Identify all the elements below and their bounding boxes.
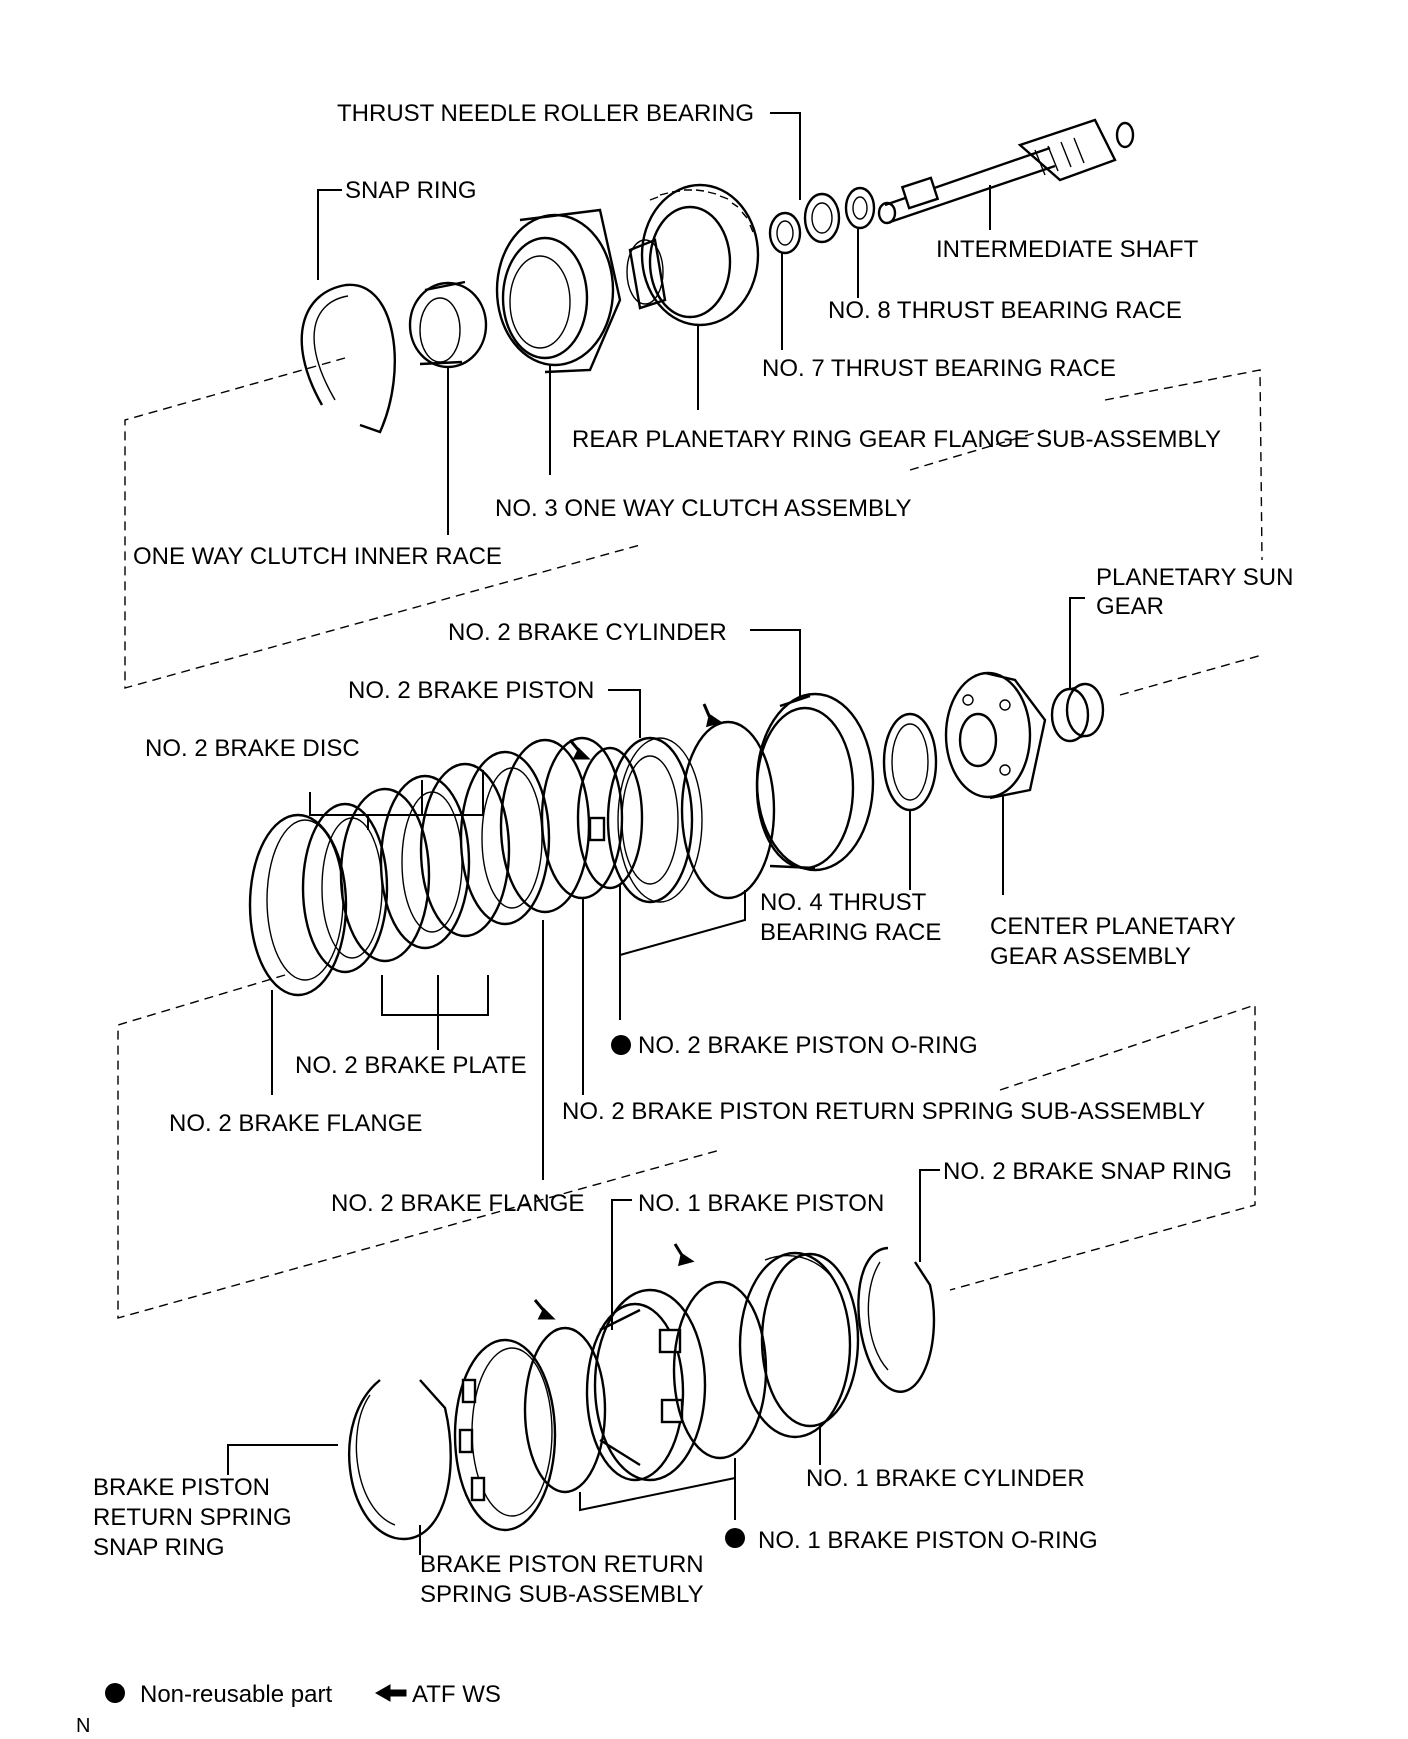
- no2-brake-cylinder: [755, 692, 875, 872]
- atf-ws-arrows: [533, 703, 723, 1320]
- no2-brake-piston-oring-inner: [576, 746, 644, 890]
- label-no2-brake-snap-ring: NO. 2 BRAKE SNAP RING: [943, 1158, 1232, 1185]
- label-no1-brake-piston: NO. 1 BRAKE PISTON: [638, 1190, 884, 1217]
- label-no2-brake-flange-b: NO. 2 BRAKE FLANGE: [331, 1190, 584, 1217]
- label-return-spring-snap-ring: BRAKE PISTON: [93, 1474, 270, 1501]
- non-reusable-marker-icon: [611, 1035, 631, 1055]
- atf-arrow-icon: [568, 739, 591, 760]
- label-planetary-sun-gear-2: GEAR: [1096, 593, 1164, 620]
- no4-thrust-bearing-race: [882, 712, 938, 812]
- no1-brake-piston: [585, 1288, 707, 1482]
- label-center-planetary-2: GEAR ASSEMBLY: [990, 943, 1191, 970]
- label-no2-brake-piston: NO. 2 BRAKE PISTON: [348, 677, 594, 704]
- part-labels: THRUST NEEDLE ROLLER BEARING SNAP RING I…: [93, 100, 1293, 1608]
- brake-piston-return-spring-snap-ring: [348, 1379, 452, 1541]
- label-return-spring-snap-ring-3: SNAP RING: [93, 1534, 225, 1561]
- label-no2-brake-disc: NO. 2 BRAKE DISC: [145, 735, 360, 762]
- intermediate-shaft: [877, 118, 1135, 225]
- center-planetary-gear-assembly: [944, 671, 1047, 800]
- legend-non-reusable: Non-reusable part: [140, 1681, 332, 1708]
- label-no4-thrust-bearing-race-2: BEARING RACE: [760, 919, 941, 946]
- snap-ring-top: [300, 283, 396, 434]
- atf-arrow-icon: [673, 1243, 695, 1267]
- label-planetary-sun-gear: PLANETARY SUN: [1096, 564, 1293, 591]
- label-no3-one-way-clutch: NO. 3 ONE WAY CLUTCH ASSEMBLY: [495, 495, 912, 522]
- footer-code: N: [76, 1715, 90, 1734]
- atf-arrow-icon: [533, 1299, 556, 1320]
- label-no2-brake-flange-a: NO. 2 BRAKE FLANGE: [169, 1110, 422, 1137]
- label-no1-brake-cylinder: NO. 1 BRAKE CYLINDER: [806, 1465, 1085, 1492]
- legend-atf-ws: ATF WS: [412, 1681, 501, 1708]
- no8-thrust-bearing-race: [844, 186, 876, 230]
- non-reusable-legend-icon: [105, 1683, 125, 1703]
- label-no7-thrust-bearing-race: NO. 7 THRUST BEARING RACE: [762, 355, 1116, 382]
- no2-brake-snap-ring: [857, 1246, 936, 1393]
- label-no2-brake-piston-oring: NO. 2 BRAKE PISTON O-RING: [638, 1032, 978, 1059]
- no1-brake-cylinder: [738, 1251, 860, 1439]
- label-intermediate-shaft: INTERMEDIATE SHAFT: [936, 236, 1199, 263]
- planetary-sun-gear: [1050, 682, 1105, 743]
- label-return-spring-sub-assembly: BRAKE PISTON RETURN: [420, 1551, 704, 1578]
- label-no1-brake-piston-oring: NO. 1 BRAKE PISTON O-RING: [758, 1527, 1098, 1554]
- label-return-spring-snap-ring-2: RETURN SPRING: [93, 1504, 292, 1531]
- no2-brake-piston: [606, 736, 703, 904]
- one-way-clutch-inner-race: [408, 280, 488, 369]
- label-snap-ring: SNAP RING: [345, 177, 477, 204]
- label-rear-planetary-ring-gear: REAR PLANETARY RING GEAR FLANGE SUB-ASSE…: [572, 426, 1221, 453]
- label-one-way-clutch-inner-race: ONE WAY CLUTCH INNER RACE: [133, 543, 502, 570]
- label-no2-brake-plate: NO. 2 BRAKE PLATE: [295, 1052, 527, 1079]
- no1-brake-piston-oring-outer: [672, 1280, 768, 1460]
- label-thrust-needle-roller-bearing: THRUST NEEDLE ROLLER BEARING: [337, 100, 754, 127]
- label-no2-brake-piston-return-spring: NO. 2 BRAKE PISTON RETURN SPRING SUB-ASS…: [562, 1098, 1205, 1125]
- no3-one-way-clutch-assembly: [495, 208, 622, 374]
- non-reusable-marker-icon: [725, 1528, 745, 1548]
- label-center-planetary: CENTER PLANETARY: [990, 913, 1236, 940]
- label-return-spring-sub-assembly-2: SPRING SUB-ASSEMBLY: [420, 1581, 704, 1608]
- atf-ws-legend-arrow-icon: [374, 1684, 407, 1702]
- no2-brake-disc-plate-stack: [301, 738, 591, 974]
- rear-planetary-ring-gear-flange: [626, 183, 760, 327]
- thrust-needle-roller-bearing: [803, 192, 841, 244]
- label-no4-thrust-bearing-race: NO. 4 THRUST: [760, 889, 927, 916]
- assembly-guide-lines: [117, 357, 1263, 1319]
- atf-arrow-icon: [702, 703, 723, 728]
- label-no8-thrust-bearing-race: NO. 8 THRUST BEARING RACE: [828, 297, 1182, 324]
- legend: Non-reusable part ATF WS: [105, 1681, 501, 1708]
- no2-brake-piston-oring-outer: [680, 720, 776, 900]
- brake-piston-return-spring-sub-assembly: [453, 1338, 557, 1532]
- label-no2-brake-cylinder: NO. 2 BRAKE CYLINDER: [448, 619, 727, 646]
- no7-thrust-bearing-race: [768, 211, 802, 255]
- no1-brake-piston-oring-inner: [523, 1326, 607, 1494]
- leader-lines: [227, 112, 1085, 1555]
